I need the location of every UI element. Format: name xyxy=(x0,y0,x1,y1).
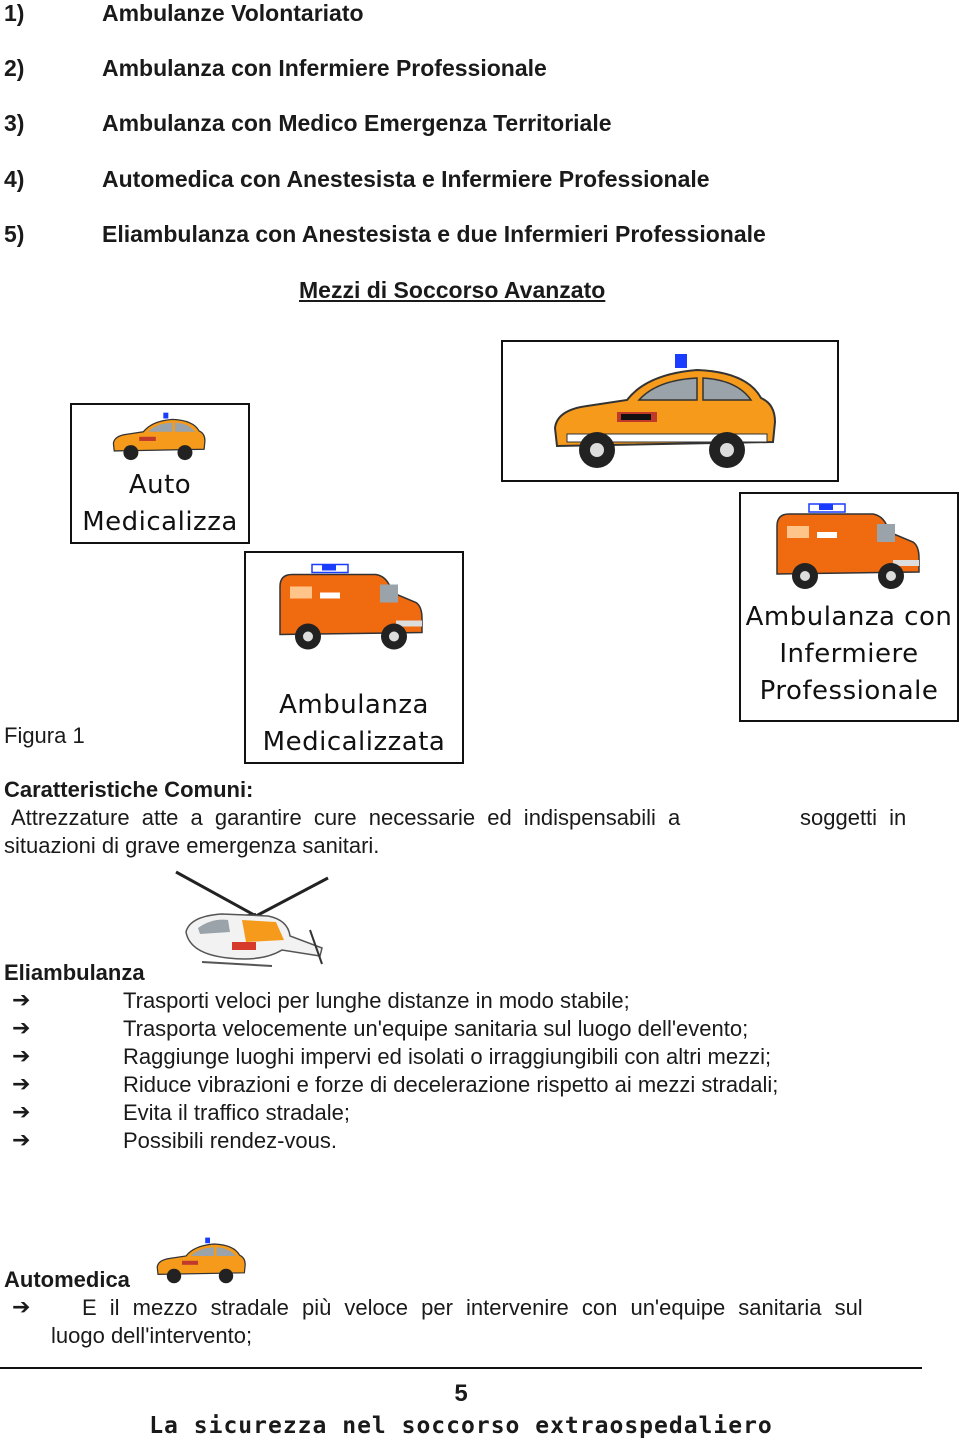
caratteristiche-line-end: soggetti in xyxy=(800,805,907,830)
box-label-line: Auto xyxy=(128,470,192,500)
box-label-line: Medicalizzata xyxy=(262,727,446,757)
ambulanza-medicalizzata-box: Ambulanza Medicalizzata xyxy=(244,551,464,764)
arrow-bullet-icon: ➔ xyxy=(12,1016,31,1041)
eliambulanza-heading: Eliambulanza xyxy=(4,960,145,985)
list-number: 2) xyxy=(4,55,25,81)
list-item-text: Ambulanza con Medico Emergenza Territori… xyxy=(102,110,612,136)
list-item-text: Automedica con Anestesista e Infermiere … xyxy=(102,166,710,192)
list-item: Riduce vibrazioni e forze di decelerazio… xyxy=(123,1072,779,1097)
page-number: 5 xyxy=(454,1380,468,1407)
caratteristiche-line: situazioni di grave emergenza sanitari. xyxy=(4,833,380,858)
arrow-bullet-icon: ➔ xyxy=(12,988,31,1013)
list-item: Evita il traffico stradale; xyxy=(123,1100,351,1125)
footer-divider xyxy=(0,1367,922,1369)
list-item: Trasporti veloci per lunghe distanze in … xyxy=(123,988,630,1013)
arrow-bullet-icon: ➔ xyxy=(12,1295,31,1320)
list-number: 5) xyxy=(4,221,25,247)
figure-caption: Figura 1 xyxy=(4,723,85,748)
section-title: Mezzi di Soccorso Avanzato xyxy=(299,277,606,303)
arrow-bullet-icon: ➔ xyxy=(12,1072,31,1097)
car-icon xyxy=(156,1237,246,1284)
automedica-heading: Automedica xyxy=(4,1267,130,1292)
list-item-text: Eliambulanza con Anestesista e due Infer… xyxy=(102,221,766,247)
ambulance-icon xyxy=(776,503,920,589)
footer-title: La sicurezza nel soccorso extraospedalie… xyxy=(149,1413,773,1439)
auto-medicalizza-box: Auto Medicalizza xyxy=(70,403,250,544)
list-number: 4) xyxy=(4,166,25,192)
caratteristiche-heading: Caratteristiche Comuni: xyxy=(4,777,254,802)
car-icon xyxy=(553,354,777,468)
helicopter-icon xyxy=(175,870,329,967)
box-label-line: Infermiere xyxy=(779,639,919,669)
box-label-line: Medicalizza xyxy=(82,507,238,537)
automedica-line: E il mezzo stradale più veloce per inter… xyxy=(82,1295,863,1320)
ambulanza-infermiere-box: Ambulanza con Infermiere Professionale xyxy=(739,492,959,722)
list-item-text: Ambulanza con Infermiere Professionale xyxy=(102,55,547,81)
list-item: Possibili rendez-vous. xyxy=(123,1128,337,1153)
large-car-frame xyxy=(501,340,839,482)
arrow-bullet-icon: ➔ xyxy=(12,1044,31,1069)
list-item: Trasporta velocemente un'equipe sanitari… xyxy=(123,1016,749,1041)
box-label-line: Ambulanza xyxy=(279,690,429,720)
automedica-line: luogo dell'intervento; xyxy=(51,1323,253,1348)
box-label-line: Professionale xyxy=(759,676,939,706)
arrow-bullet-icon: ➔ xyxy=(12,1100,31,1125)
ambulance-icon xyxy=(279,563,423,650)
list-number: 3) xyxy=(4,110,25,136)
box-label-line: Ambulanza con xyxy=(745,602,953,632)
arrow-bullet-icon: ➔ xyxy=(12,1128,31,1153)
list-item-text: Ambulanze Volontariato xyxy=(102,0,364,26)
list-item: Raggiunge luoghi impervi ed isolati o ir… xyxy=(123,1044,772,1069)
car-icon xyxy=(112,412,206,461)
list-number: 1) xyxy=(4,0,25,26)
caratteristiche-line: Attrezzature atte a garantire cure neces… xyxy=(11,805,681,830)
